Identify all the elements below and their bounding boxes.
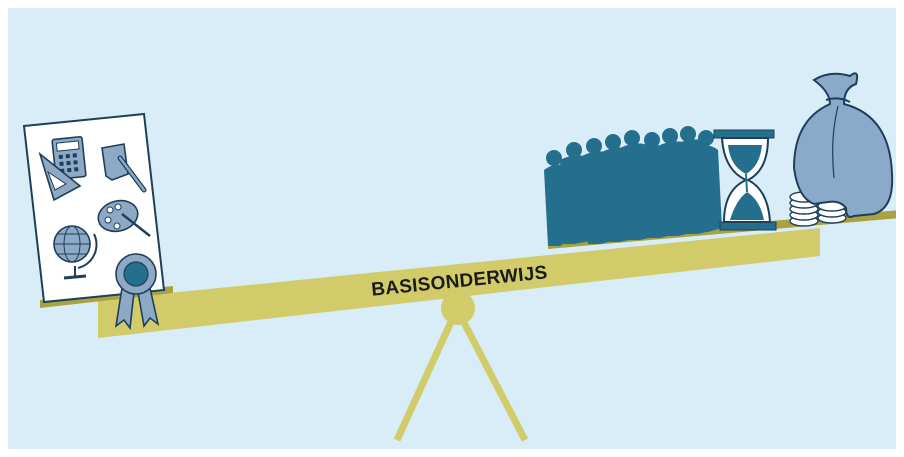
right-pan xyxy=(544,73,896,249)
seesaw-illustration: BASISONDERWIJS xyxy=(8,8,896,449)
people-crowd-icon xyxy=(544,126,722,246)
hourglass-icon xyxy=(714,130,776,230)
fulcrum-stand xyxy=(397,291,525,440)
left-pan xyxy=(24,114,173,328)
illustration-frame: BASISONDERWIJS xyxy=(8,8,896,449)
money-bag-icon xyxy=(794,73,892,217)
